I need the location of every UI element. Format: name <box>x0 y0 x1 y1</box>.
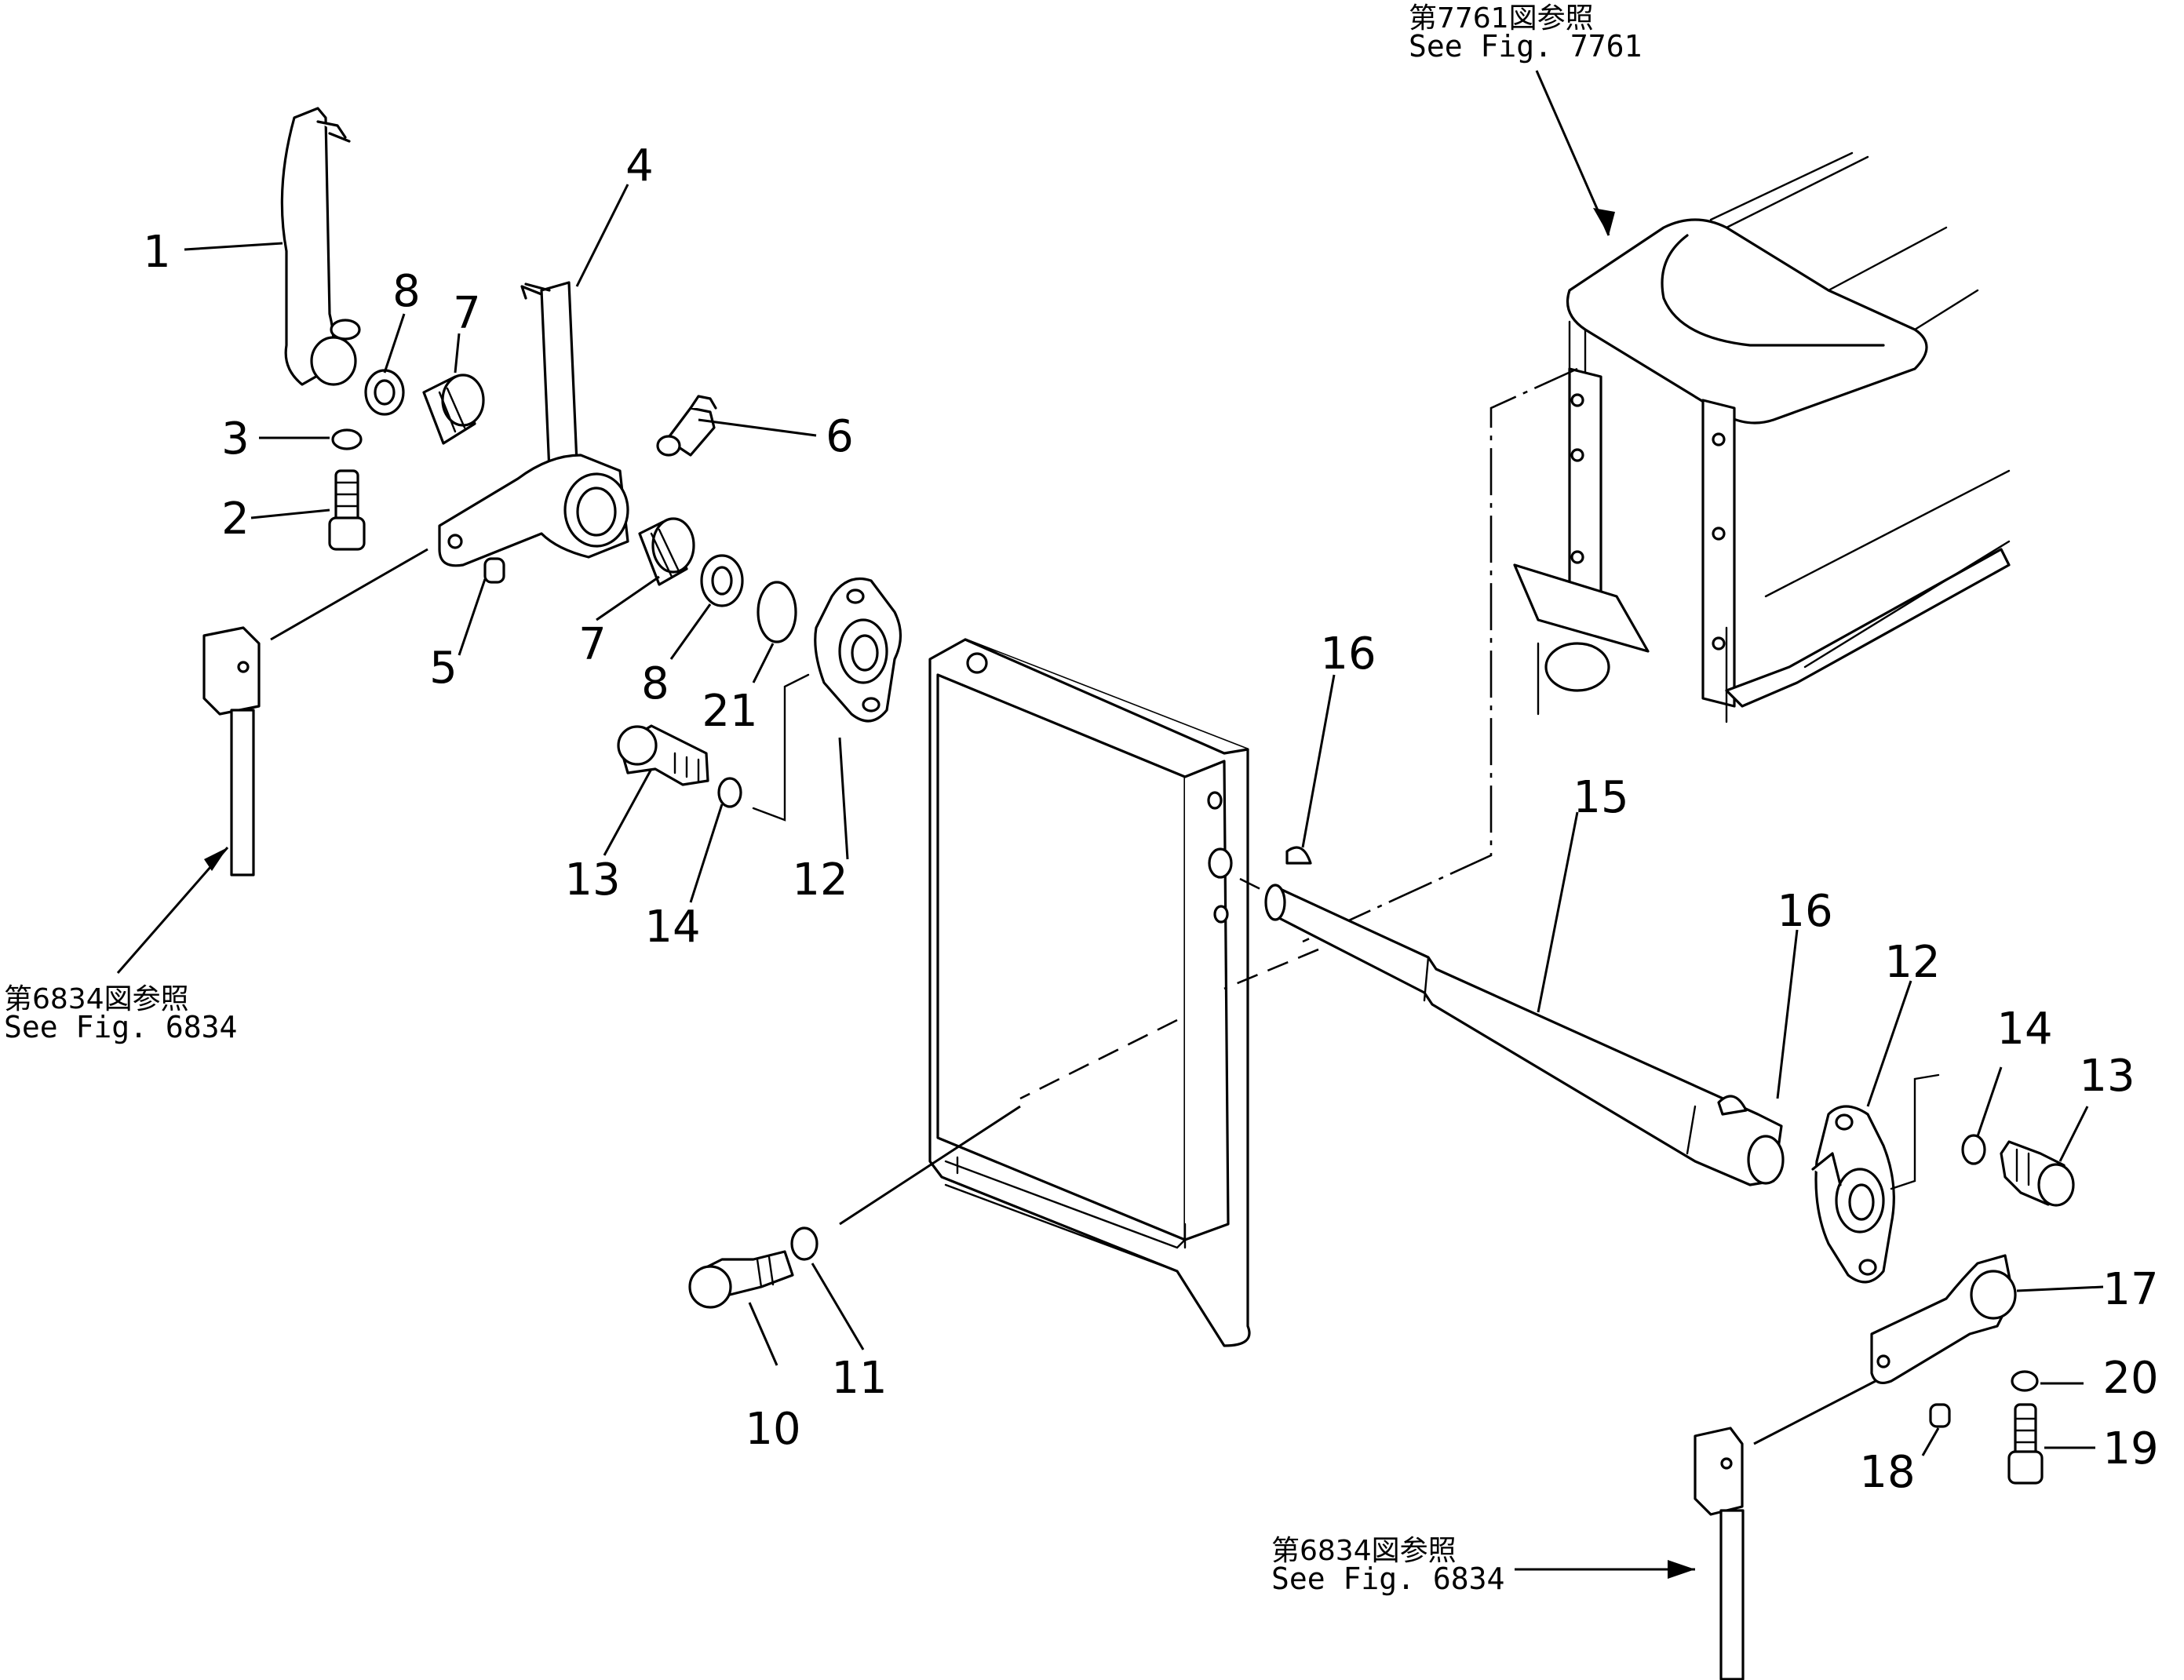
callout-7-lower: 7 <box>578 619 607 670</box>
part-16-key-upper <box>1285 846 1312 865</box>
part-7-bearing-lower <box>638 517 695 586</box>
callout-20: 20 <box>2102 1353 2158 1404</box>
part-16-key-lower <box>1717 1095 1748 1116</box>
callout-7-upper: 7 <box>453 288 481 339</box>
callout-14-left: 14 <box>644 902 700 953</box>
part-10-bolt <box>688 1250 794 1309</box>
callout-5: 5 <box>429 643 458 694</box>
callout-4: 4 <box>625 140 654 191</box>
part-17-lever <box>1870 1254 2017 1384</box>
callout-21: 21 <box>702 686 757 737</box>
part-12-flange-right <box>1811 1105 1895 1284</box>
reference-arrows <box>116 70 1695 1579</box>
callout-15: 15 <box>1573 772 1628 823</box>
part-20-snap-ring <box>2011 1370 2039 1392</box>
part-15-shaft <box>1264 884 1785 1186</box>
callout-16-upper: 16 <box>1320 629 1376 680</box>
ref-6834-bottom-jp: 第6834図参照 <box>1271 1535 1457 1567</box>
part-3-snap-ring <box>331 428 363 450</box>
part-14-washer-left <box>717 777 742 808</box>
part-1-lever <box>280 107 361 386</box>
frame-assembly <box>1302 151 2011 943</box>
callout-13-right: 13 <box>2079 1051 2135 1102</box>
callout-11: 11 <box>831 1353 887 1404</box>
callout-6: 6 <box>826 411 854 462</box>
leader-lines <box>184 184 2104 1456</box>
part-19-bolt <box>2007 1403 2044 1485</box>
callout-8-lower: 8 <box>641 658 669 709</box>
figure-references: 第7761図参照 See Fig. 7761 第6834図参照 See Fig.… <box>4 2 1642 1596</box>
callout-19: 19 <box>2102 1423 2158 1474</box>
callout-18: 18 <box>1859 1447 1915 1498</box>
callout-14-right: 14 <box>1996 1004 2052 1055</box>
part-5-pin <box>483 557 505 584</box>
ref-7761-jp: 第7761図参照 <box>1409 2 1594 35</box>
ref-6834-bottom-en: See Fig. 6834 <box>1271 1562 1504 1596</box>
left-rod-end <box>202 626 261 876</box>
pedal-panel <box>928 638 1251 1347</box>
part-18-pin <box>1929 1403 1951 1428</box>
part-6-grease-fitting <box>656 395 717 457</box>
callout-2: 2 <box>221 494 250 545</box>
part-2-bolt <box>328 469 366 551</box>
ref-6834-left-en: See Fig. 6834 <box>4 1010 237 1044</box>
bottom-rod-end <box>1694 1427 1745 1680</box>
part-8-seal-upper <box>364 369 405 416</box>
callout-16-lower: 16 <box>1777 886 1832 937</box>
callout-17: 17 <box>2102 1264 2158 1315</box>
part-8-seal-lower <box>700 554 744 607</box>
callout-3: 3 <box>221 414 250 465</box>
callout-10: 10 <box>745 1404 800 1455</box>
part-4-lever <box>438 281 629 567</box>
callout-12-left: 12 <box>792 855 848 906</box>
part-13-bolt-right <box>2000 1140 2075 1207</box>
part-21-washer <box>757 581 797 643</box>
ref-6834-left-jp: 第6834図参照 <box>4 983 189 1015</box>
callout-1: 1 <box>143 227 171 278</box>
callout-8-upper: 8 <box>392 266 421 317</box>
part-13-bolt-left <box>617 724 709 786</box>
callout-12-right: 12 <box>1884 937 1940 988</box>
callout-13-left: 13 <box>564 855 620 906</box>
part-12-flange-left <box>814 577 902 723</box>
part-11-washer <box>790 1226 819 1261</box>
callout-labels: 1 2 3 4 5 6 7 7 8 8 10 11 12 12 13 13 14… <box>143 140 2158 1498</box>
part-7-bearing-upper <box>422 374 485 445</box>
part-14-washer-right <box>1961 1134 1986 1165</box>
ref-7761-en: See Fig. 7761 <box>1409 29 1642 64</box>
